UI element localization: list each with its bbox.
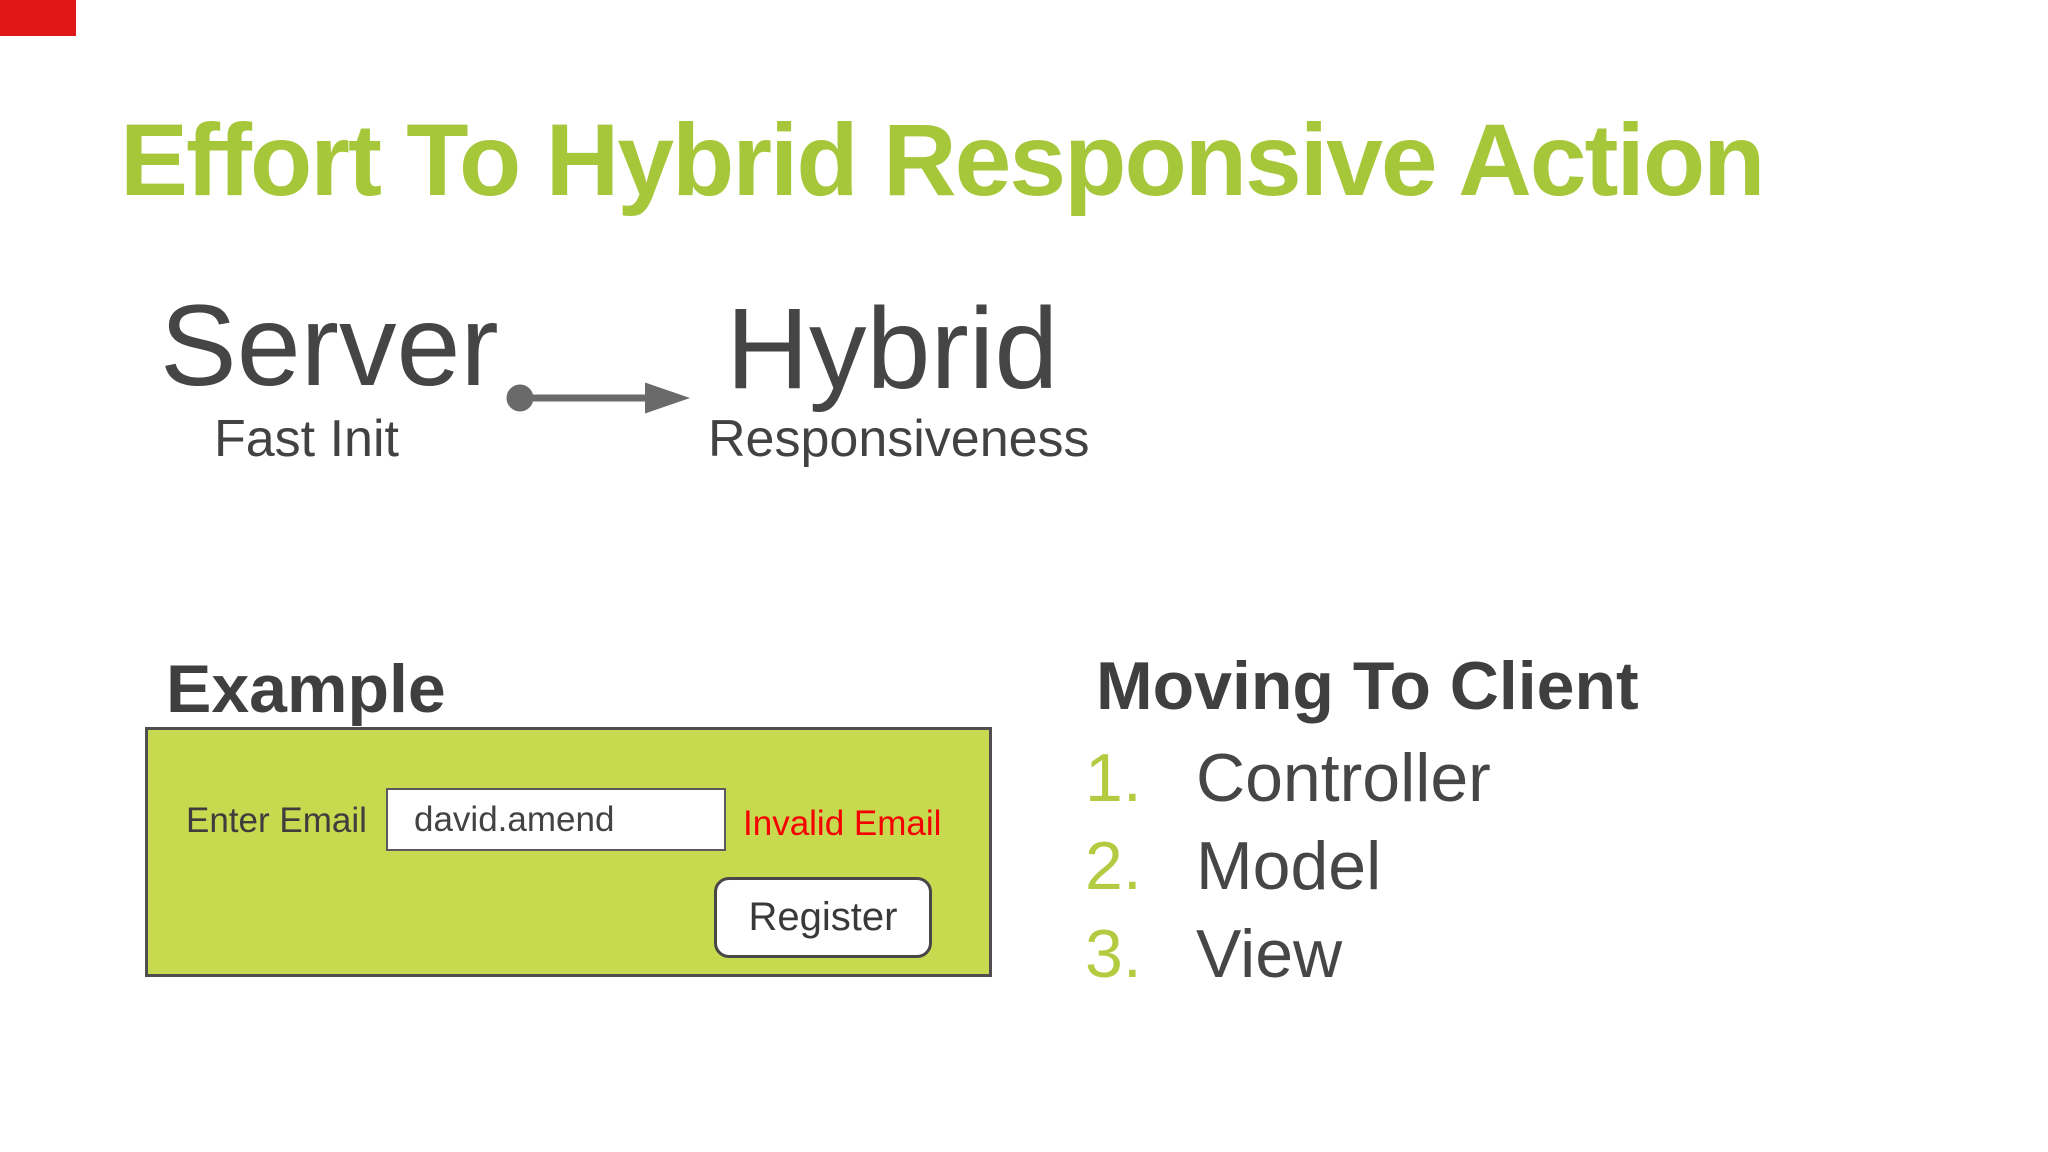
dot-line-arrow-right-icon <box>506 382 690 414</box>
hybrid-label: Hybrid <box>726 285 1059 413</box>
list-item-label: Model <box>1196 828 1382 904</box>
server-subtitle: Fast Init <box>214 410 399 468</box>
email-label: Enter Email <box>186 801 367 840</box>
page-title: Effort To Hybrid Responsive Action <box>120 103 1765 217</box>
email-input[interactable] <box>386 788 726 851</box>
list-item-label: View <box>1196 916 1343 992</box>
list-item-number: 3. <box>1085 916 1142 992</box>
list-item-number: 2. <box>1085 828 1142 904</box>
record-indicator <box>0 0 76 36</box>
example-form-panel: Enter Email Invalid Email Register <box>145 727 992 977</box>
email-error-message: Invalid Email <box>743 804 942 843</box>
list-item-number: 1. <box>1085 740 1142 816</box>
example-heading: Example <box>166 651 446 727</box>
server-label: Server <box>160 282 499 410</box>
register-button[interactable]: Register <box>714 877 932 958</box>
hybrid-subtitle: Responsiveness <box>708 410 1090 468</box>
moving-to-client-heading: Moving To Client <box>1096 648 1639 724</box>
list-item-label: Controller <box>1196 740 1491 816</box>
